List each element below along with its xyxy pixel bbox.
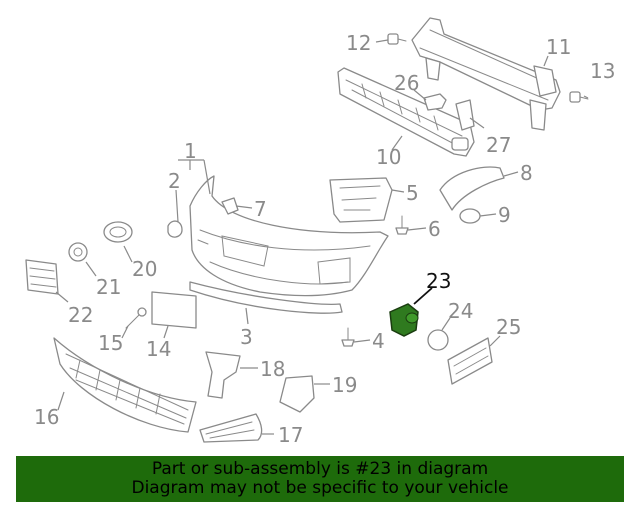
trim-3	[189, 281, 343, 314]
bracket-27	[455, 99, 475, 131]
screw-6	[395, 215, 409, 235]
parts-diagram: 12 11 13 26 27 10 1 2 7 5 8 9 6 20 21 22…	[25, 17, 615, 447]
callout-14: 14	[146, 337, 171, 361]
callout-25: 25	[496, 315, 521, 339]
callout-2: 2	[168, 169, 181, 193]
sensor-24	[427, 329, 449, 351]
screw-12	[387, 33, 407, 45]
banner-line-2: Diagram may not be specific to your vehi…	[131, 478, 509, 498]
bracket-18	[205, 351, 241, 399]
callout-26: 26	[394, 71, 419, 95]
callout-20: 20	[132, 257, 157, 281]
bracket-26	[423, 93, 447, 111]
bumper-cover	[189, 175, 389, 297]
callout-7: 7	[254, 197, 267, 221]
callout-1: 1	[184, 139, 197, 163]
screw-15	[125, 307, 147, 329]
grommet-9	[459, 208, 481, 224]
bumper-reinforcement	[411, 17, 561, 131]
sensor-20	[103, 221, 133, 243]
callout-10: 10	[376, 145, 401, 169]
callout-11: 11	[546, 35, 571, 59]
bracket-8	[439, 166, 505, 211]
callout-15: 15	[98, 331, 123, 355]
callout-4: 4	[372, 329, 385, 353]
bracket-25	[447, 337, 493, 385]
callout-17: 17	[278, 423, 303, 447]
plate-14	[151, 291, 197, 329]
callout-12: 12	[346, 31, 371, 55]
trim-17	[199, 413, 263, 443]
info-banner: Part or sub-assembly is #23 in diagram D…	[16, 456, 624, 502]
callout-27: 27	[486, 133, 511, 157]
banner-line-1: Part or sub-assembly is #23 in diagram	[151, 459, 489, 479]
callout-21: 21	[96, 275, 121, 299]
callout-19: 19	[332, 373, 357, 397]
bezel-19	[279, 375, 315, 413]
callout-23: 23	[426, 269, 451, 293]
energy-absorber	[337, 67, 475, 157]
screw-13	[569, 91, 589, 103]
callout-5: 5	[406, 181, 419, 205]
callout-24: 24	[448, 299, 473, 323]
screw-4	[341, 327, 355, 347]
callout-16: 16	[34, 405, 59, 429]
grille-22	[25, 259, 59, 295]
callout-18: 18	[260, 357, 285, 381]
grille-16	[53, 337, 197, 433]
callout-6: 6	[428, 217, 441, 241]
bracket-5	[329, 177, 393, 223]
callout-numbers: 12 11 13 26 27 10 1 2 7 5 8 9 6 20 21 22…	[34, 31, 615, 447]
highlighted-part-23	[389, 303, 419, 337]
callout-13: 13	[590, 59, 615, 83]
cover-piece-2	[167, 220, 183, 238]
sensor-21	[68, 242, 88, 262]
callout-22: 22	[68, 303, 93, 327]
leader-lines	[55, 39, 589, 435]
callout-9: 9	[498, 203, 511, 227]
callout-3: 3	[240, 325, 253, 349]
clip-7	[221, 197, 239, 215]
callout-8: 8	[520, 161, 533, 185]
